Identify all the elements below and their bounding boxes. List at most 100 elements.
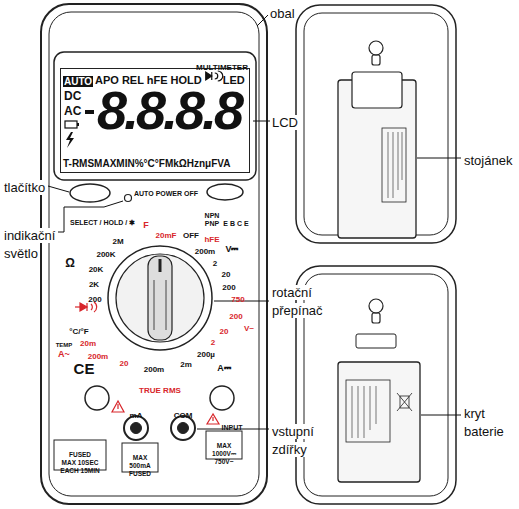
label-slot: 750V~ [215,450,234,468]
dial-ring [108,246,212,350]
lcd-digits: 8.8.8.8 [97,80,241,140]
label-slot: LCD [272,113,298,131]
bin-cross [397,393,412,411]
buzzer-arc [215,73,218,79]
label-slot: FUSED [129,462,151,480]
warning-sticker [346,380,390,442]
leader-line [417,158,461,159]
label-slot: MAX [217,434,231,452]
indicator-light [125,195,132,202]
fuse-box [122,443,158,472]
dial-marking: 200µ [197,350,215,359]
keyhole-slot [372,55,380,65]
dial-marking: TEMP [56,342,73,348]
fuse-text: 1000V⎓ [212,450,236,457]
brand-text: MULTIMETER [196,63,248,72]
leader-line [421,415,461,416]
ce-mark: CE [74,360,95,377]
label-slot: 20 [120,352,129,370]
back-housing [296,266,456,504]
knob-groove [154,280,155,330]
round-button [210,386,234,410]
label-slot: 750 [231,288,244,306]
label-slot: 20mF [156,224,177,242]
lcd-bezel [54,52,256,180]
label-slot: COM [174,404,193,422]
input-jack-hole [178,423,189,434]
label-slot: 1000V⎓ [212,442,236,460]
lcd-units: T-RMSMAXMIN%°C°FMkΩHznμFVA [63,158,231,169]
label-slot: INPUT [222,416,243,434]
socket-text: E B C E [223,220,248,227]
jack-label: mA [130,411,143,420]
keyhole [369,41,383,55]
label-slot: 200 [229,305,242,323]
fuse-text: 750V~ [215,458,234,465]
label-slot: 2M [112,230,123,248]
label-slot: CE [74,360,95,378]
callout-label: kryt baterie [464,406,504,439]
warning-mark [117,404,118,409]
label-slot: 20 [220,320,229,338]
label-slot: 2 [213,252,217,270]
text-slot: AUTO [63,71,93,89]
label-slot: obal [270,4,295,22]
label-slot: 2m [180,353,192,371]
label-slot: SELECT / HOLD / ✱ [70,211,135,229]
sticker-line [402,132,403,180]
knob-pointer [159,259,162,272]
label-slot: tlačítko [4,178,45,196]
sticker-line [370,386,371,430]
warning-mark [212,417,213,421]
right-button [207,184,243,200]
dial-marking: Ω [65,256,75,270]
dial-marking: 2m [180,360,192,369]
dial-knob [116,254,204,342]
dial-marking: hFE [204,235,219,244]
dial-marking: 200K [96,250,115,259]
warning-triangle [207,414,219,424]
round-button [85,386,109,410]
sticker-line [376,386,377,424]
rotary-switch [108,246,212,350]
lcd-indicator: DC [64,89,81,103]
buzzer-arc [91,304,92,310]
label-slot: NPN [205,204,220,222]
label-slot: Ω [65,253,75,271]
label-slot: 200 [222,276,235,294]
dial-marking: 2 [213,259,217,268]
label-slot: A~ [58,343,70,361]
knob-groove [166,280,167,330]
dial-marking: 2M [112,237,123,246]
label-slot: 200m [88,345,108,363]
fuse-text: MAX [133,454,147,461]
dial-marking: 20 [220,327,229,336]
back-housing [296,5,456,243]
lcd-display: AUTOAPO REL hFE HOLDLEDDCAC8.8.8.8T-RMSM… [60,68,250,173]
stand-clip [356,334,396,348]
callout-label: LCD [272,115,298,130]
label-slot: kryt baterie [464,404,514,439]
select-button [70,184,110,202]
label-slot: 200m [195,240,215,258]
label-slot: V⎓ [225,238,238,256]
callout-label: indikační světlo [4,228,55,261]
label-slot: A⎓ [217,357,231,375]
label-slot: 20 [222,263,231,281]
sticker-line [358,386,359,438]
front-housing [41,4,267,504]
label-slot: E B C E [223,212,248,230]
leader-lines [48,15,461,429]
dial-marking: V⎓ [225,244,238,254]
leader-line [58,201,123,232]
sticker-line [364,386,365,438]
callout-label: tlačítko [4,180,45,195]
keyhole [369,299,383,313]
label-slot: vstupní zdířky [272,422,334,457]
fuse-box [206,431,242,459]
back-view-stand [296,5,456,243]
jack-label: COM [174,411,193,420]
warning-triangle [112,401,124,412]
housing-outer [41,4,267,504]
